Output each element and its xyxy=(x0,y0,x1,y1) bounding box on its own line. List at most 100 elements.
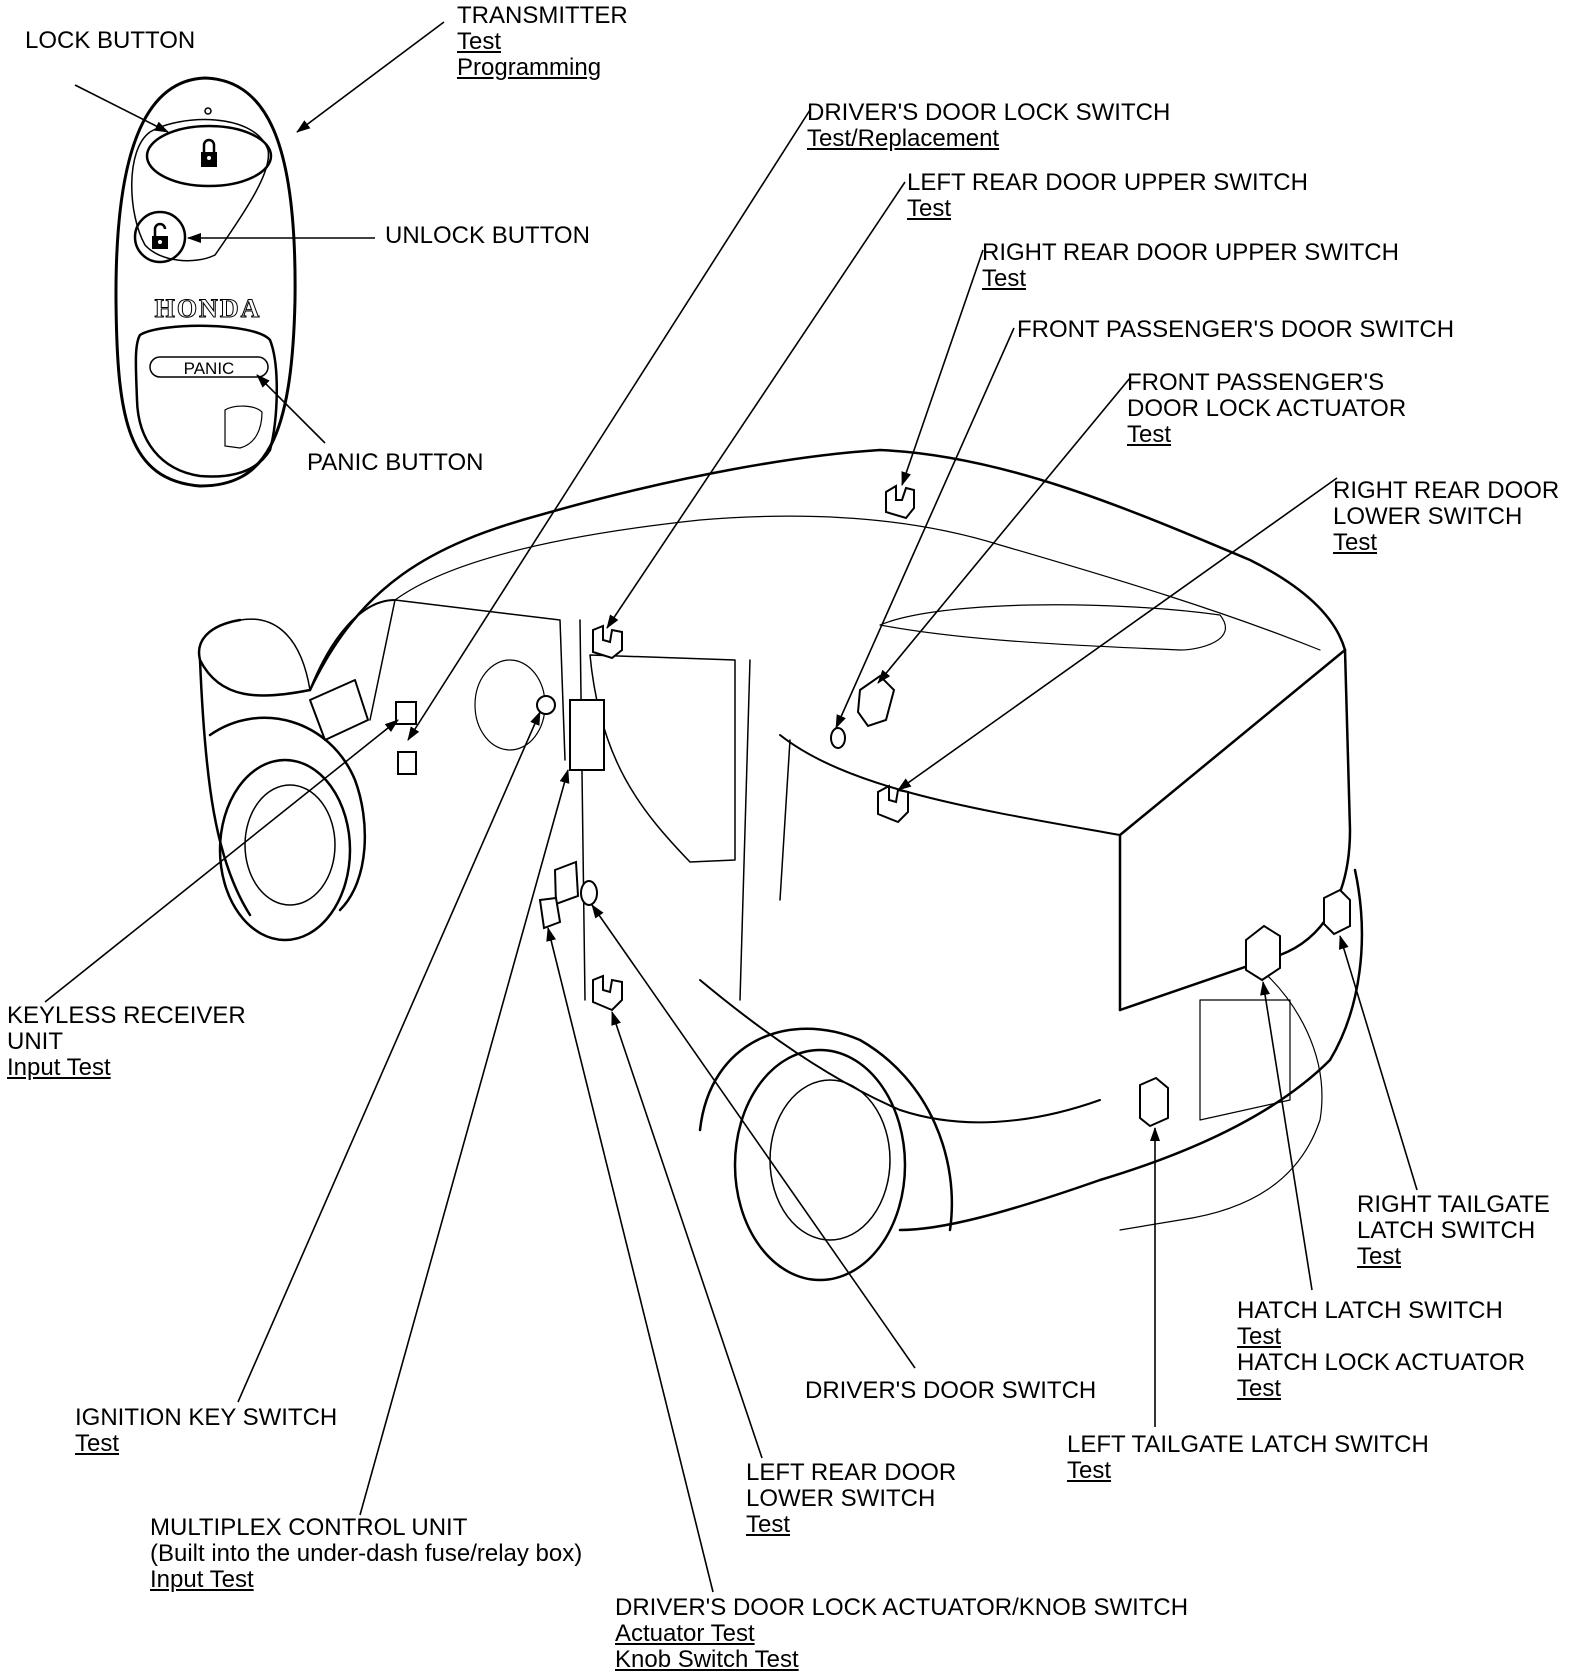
drivers-door-switch-symbol xyxy=(580,880,598,906)
left-rear-door-lower-switch-symbol xyxy=(592,974,623,1012)
label-title: TRANSMITTER xyxy=(457,2,628,29)
led-indicator xyxy=(204,107,212,115)
right-tailgate-latch-switch-symbol xyxy=(1323,888,1351,936)
leader-panic-button xyxy=(256,374,326,444)
label-title: MULTIPLEX CONTROL UNIT xyxy=(150,1514,468,1541)
panic-label-frame xyxy=(149,356,269,378)
ignition-key-switch-symbol xyxy=(536,695,556,715)
label-title-line-2: LOWER SWITCH xyxy=(1333,503,1523,530)
right-rear-door-lower-switch-test-link[interactable]: Test xyxy=(1333,529,1378,556)
drivers-door-lock-switch-test-replacement-link[interactable]: Test/Replacement xyxy=(807,125,1000,152)
leader-left-rear-door-lower-switch xyxy=(611,1011,763,1459)
left-rear-door-upper-switch-test-link[interactable]: Test xyxy=(907,195,952,222)
label-right-rear-door-lower-switch: RIGHT REAR DOOR LOWER SWITCH Test xyxy=(1333,478,1559,556)
knob-switch-test-link[interactable]: Knob Switch Test xyxy=(615,1646,799,1673)
label-transmitter: TRANSMITTER Test Programming xyxy=(457,3,628,81)
label-title: DRIVER'S DOOR LOCK ACTUATOR/KNOB SWITCH xyxy=(615,1594,1189,1621)
leader-drivers-door-lock-actuator-knob-switch xyxy=(546,927,714,1593)
left-rear-door-lower-switch-test-link[interactable]: Test xyxy=(746,1511,791,1538)
unlock-button[interactable] xyxy=(133,210,187,264)
panic-button[interactable] xyxy=(134,324,279,478)
label-lock-button: LOCK BUTTON xyxy=(25,28,195,54)
label-title: DRIVER'S DOOR LOCK SWITCH xyxy=(807,99,1171,126)
left-rear-door-upper-switch-symbol xyxy=(592,624,623,660)
right-rear-door-lower-switch-symbol xyxy=(877,784,909,824)
front-passengers-door-lock-actuator-test-link[interactable]: Test xyxy=(1127,421,1172,448)
label-title-line-2: LATCH SWITCH xyxy=(1357,1217,1536,1244)
transmitter-programming-link[interactable]: Programming xyxy=(457,54,602,81)
leader-lock-button xyxy=(74,84,169,133)
leader-right-rear-door-lower-switch xyxy=(897,477,1338,791)
label-left-rear-door-lower-switch: LEFT REAR DOOR LOWER SWITCH Test xyxy=(746,1460,956,1538)
label-panic-button: PANIC BUTTON xyxy=(307,450,483,476)
label-front-passengers-door-switch: FRONT PASSENGER'S DOOR SWITCH xyxy=(1017,317,1454,343)
vehicle-body xyxy=(197,448,1364,1282)
left-tailgate-latch-switch-test-link[interactable]: Test xyxy=(1067,1457,1112,1484)
leader-front-passengers-door-lock-actuator xyxy=(877,377,1131,684)
upper-button-bezel xyxy=(131,118,270,262)
transmitter-test-link[interactable]: Test xyxy=(457,28,502,55)
front-passengers-door-lock-actuator-symbol xyxy=(856,674,896,728)
label-front-passengers-door-lock-actuator: FRONT PASSENGER'S DOOR LOCK ACTUATOR Tes… xyxy=(1127,370,1406,448)
label-title-line-1: RIGHT TAILGATE xyxy=(1357,1191,1550,1218)
label-title-line-1: FRONT PASSENGER'S xyxy=(1127,369,1385,396)
hatch-lock-actuator-test-link[interactable]: Test xyxy=(1237,1375,1282,1402)
transmitter-fob: HONDA PANIC xyxy=(114,76,297,488)
label-title-line-2: LOWER SWITCH xyxy=(746,1485,936,1512)
label-title: IGNITION KEY SWITCH xyxy=(75,1404,338,1431)
label-left-rear-door-upper-switch: LEFT REAR DOOR UPPER SWITCH Test xyxy=(907,170,1308,222)
label-title: PANIC BUTTON xyxy=(307,449,484,476)
label-title: FRONT PASSENGER'S DOOR SWITCH xyxy=(1017,316,1455,343)
label-title: LEFT REAR DOOR UPPER SWITCH xyxy=(907,169,1308,196)
leader-right-tailgate-latch-switch xyxy=(1338,935,1418,1191)
right-rear-door-upper-switch-symbol xyxy=(885,484,915,520)
leader-right-rear-door-upper-switch xyxy=(901,249,984,486)
multiplex-control-unit-input-test-link[interactable]: Input Test xyxy=(150,1566,254,1593)
label-title: DRIVER'S DOOR SWITCH xyxy=(805,1377,1097,1404)
right-tailgate-latch-switch-test-link[interactable]: Test xyxy=(1357,1243,1402,1270)
hatch-latch-switch-symbol xyxy=(1245,924,1281,982)
leader-drivers-door-switch xyxy=(591,904,916,1369)
ignition-key-switch-test-link[interactable]: Test xyxy=(75,1430,120,1457)
drivers-door-knob-switch-symbol xyxy=(538,896,562,930)
leader-lines xyxy=(44,21,1418,1593)
leader-drivers-door-lock-switch xyxy=(407,109,811,741)
label-title: UNLOCK BUTTON xyxy=(385,222,590,249)
label-title-line-1: LEFT REAR DOOR xyxy=(746,1459,957,1486)
keyless-receiver-unit-symbol xyxy=(397,751,417,775)
hatch-latch-switch-test-link[interactable]: Test xyxy=(1237,1323,1282,1350)
lock-icon xyxy=(201,138,217,167)
lock-button[interactable] xyxy=(145,124,273,188)
leader-front-passengers-door-switch xyxy=(835,327,1015,729)
left-tailgate-latch-switch-symbol xyxy=(1139,1076,1169,1128)
label-title-line-1: KEYLESS RECEIVER xyxy=(7,1002,246,1029)
keyless-receiver-unit-input-test-link[interactable]: Input Test xyxy=(7,1054,111,1081)
leader-hatch-latch-switch xyxy=(1260,981,1313,1291)
right-rear-door-upper-switch-test-link[interactable]: Test xyxy=(982,265,1027,292)
label-note: (Built into the under-dash fuse/relay bo… xyxy=(150,1540,583,1567)
label-title-line-1: RIGHT REAR DOOR xyxy=(1333,477,1560,504)
label-title-line-2: UNIT xyxy=(7,1028,63,1055)
component-symbols xyxy=(395,484,1351,1128)
label-title: LEFT TAILGATE LATCH SWITCH xyxy=(1067,1431,1429,1458)
label-keyless-receiver-unit: KEYLESS RECEIVER UNIT Input Test xyxy=(7,1003,246,1081)
label-hatch-latch-switch: HATCH LATCH SWITCH Test HATCH LOCK ACTUA… xyxy=(1237,1298,1525,1402)
fob-body xyxy=(114,76,297,488)
key-notch xyxy=(224,405,263,449)
label-unlock-button: UNLOCK BUTTON xyxy=(385,223,590,249)
leader-multiplex-control-unit xyxy=(359,769,570,1516)
leader-left-rear-door-upper-switch xyxy=(606,181,906,629)
label-multiplex-control-unit: MULTIPLEX CONTROL UNIT (Built into the u… xyxy=(150,1515,582,1593)
actuator-test-link[interactable]: Actuator Test xyxy=(615,1620,755,1647)
label-drivers-door-lock-actuator-knob-switch: DRIVER'S DOOR LOCK ACTUATOR/KNOB SWITCH … xyxy=(615,1595,1188,1673)
label-title-line-2: DOOR LOCK ACTUATOR xyxy=(1127,395,1407,422)
label-drivers-door-lock-switch: DRIVER'S DOOR LOCK SWITCH Test/Replaceme… xyxy=(807,100,1170,152)
label-drivers-door-switch: DRIVER'S DOOR SWITCH xyxy=(805,1378,1096,1404)
label-title: RIGHT REAR DOOR UPPER SWITCH xyxy=(982,239,1399,266)
leader-transmitter xyxy=(296,21,445,133)
label-right-tailgate-latch-switch: RIGHT TAILGATE LATCH SWITCH Test xyxy=(1357,1192,1550,1270)
unlock-icon xyxy=(152,222,168,249)
panic-label: PANIC xyxy=(184,359,235,378)
label-title-hatch-lock-actuator: HATCH LOCK ACTUATOR xyxy=(1237,1349,1526,1376)
